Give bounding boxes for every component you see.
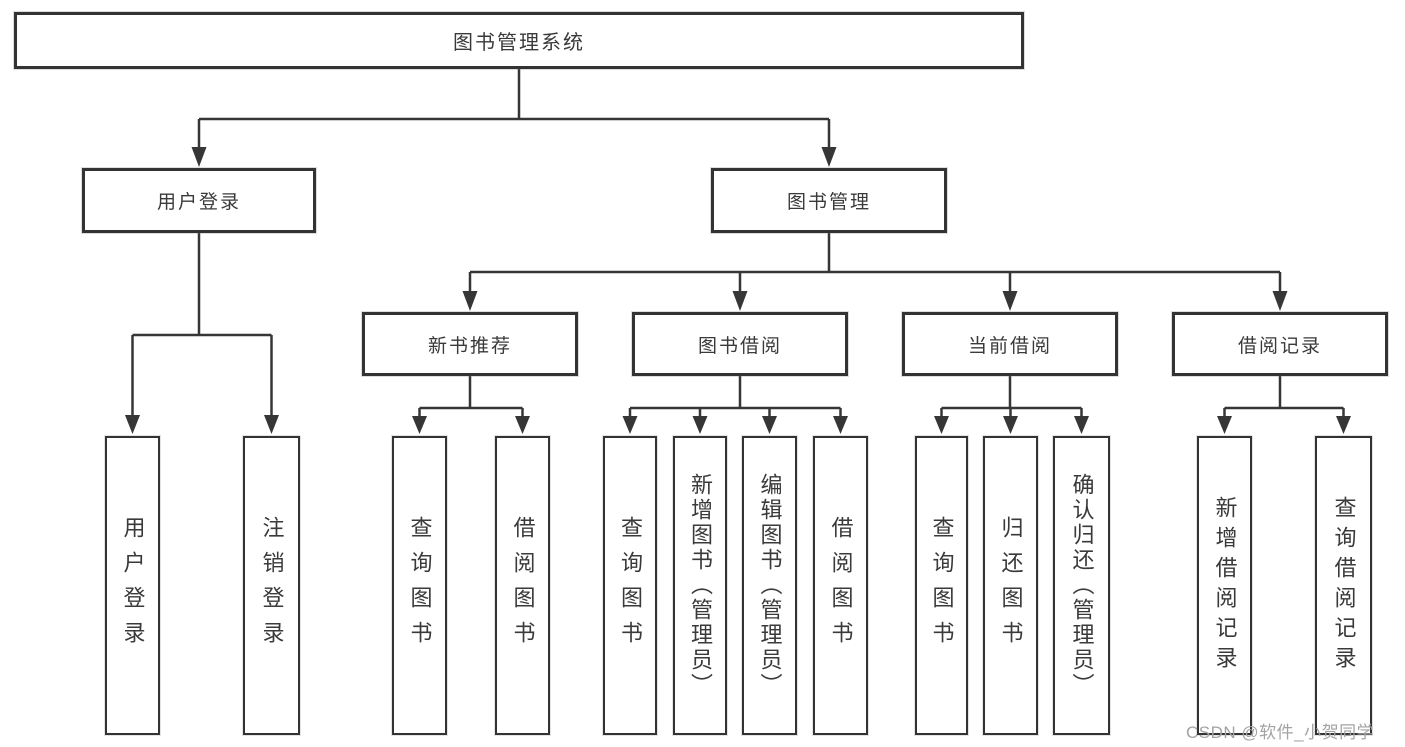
leaf-query-books-3-label: 查询图书 [929, 515, 955, 656]
leaf-borrow-books-1: 借阅图书 [495, 436, 550, 735]
node-book-management: 图书管理 [711, 168, 947, 233]
leaf-logout: 注销登录 [243, 436, 300, 735]
node-new-book-recommend-label: 新书推荐 [427, 335, 512, 357]
leaf-confirm-return-admin-label: 确认归还（管理员） [1069, 473, 1095, 698]
leaf-add-book-admin-label: 新增图书（管理员） [688, 473, 713, 698]
node-new-book-recommend: 新书推荐 [362, 312, 578, 376]
leaf-query-borrow-record: 查询借阅记录 [1315, 436, 1372, 735]
leaf-logout-label: 注销登录 [259, 515, 285, 656]
node-current-borrow-label: 当前借阅 [967, 335, 1052, 357]
leaf-query-books-3: 查询图书 [915, 436, 968, 735]
leaf-query-books-2-label: 查询图书 [618, 515, 643, 656]
watermark: CSDN @软件_小贺同学 [1186, 723, 1375, 742]
node-library-system: 图书管理系统 [14, 12, 1024, 69]
leaf-borrow-books-2: 借阅图书 [813, 436, 868, 735]
leaf-query-books-2: 查询图书 [603, 436, 657, 735]
leaf-borrow-books-2-label: 借阅图书 [828, 515, 854, 656]
node-current-borrow: 当前借阅 [902, 312, 1118, 376]
node-book-borrow: 图书借阅 [632, 312, 848, 376]
node-user-login: 用户登录 [82, 168, 316, 233]
leaf-query-books-1: 查询图书 [392, 436, 447, 735]
leaf-return-book: 归还图书 [983, 436, 1038, 735]
node-library-system-label: 图书管理系统 [453, 32, 585, 54]
leaf-edit-book-admin-label: 编辑图书（管理员） [757, 473, 783, 698]
node-borrow-records-label: 借阅记录 [1237, 335, 1322, 357]
node-user-login-label: 用户登录 [156, 192, 241, 213]
leaf-edit-book-admin: 编辑图书（管理员） [742, 436, 797, 735]
leaf-add-borrow-record: 新增借阅记录 [1197, 436, 1252, 735]
leaf-return-book-label: 归还图书 [998, 515, 1024, 656]
leaf-query-books-1-label: 查询图书 [407, 515, 433, 656]
leaf-user-login-label: 用户登录 [120, 515, 146, 656]
leaf-query-borrow-record-label: 查询借阅记录 [1331, 495, 1357, 676]
leaf-add-book-admin: 新增图书（管理员） [673, 436, 727, 735]
leaf-user-login: 用户登录 [105, 436, 160, 735]
node-book-borrow-label: 图书借阅 [697, 335, 782, 357]
leaf-add-borrow-record-label: 新增借阅记录 [1212, 495, 1238, 676]
node-borrow-records: 借阅记录 [1172, 312, 1388, 376]
leaf-borrow-books-1-label: 借阅图书 [510, 515, 536, 656]
node-book-management-label: 图书管理 [786, 192, 871, 213]
leaf-confirm-return-admin: 确认归还（管理员） [1053, 436, 1110, 735]
